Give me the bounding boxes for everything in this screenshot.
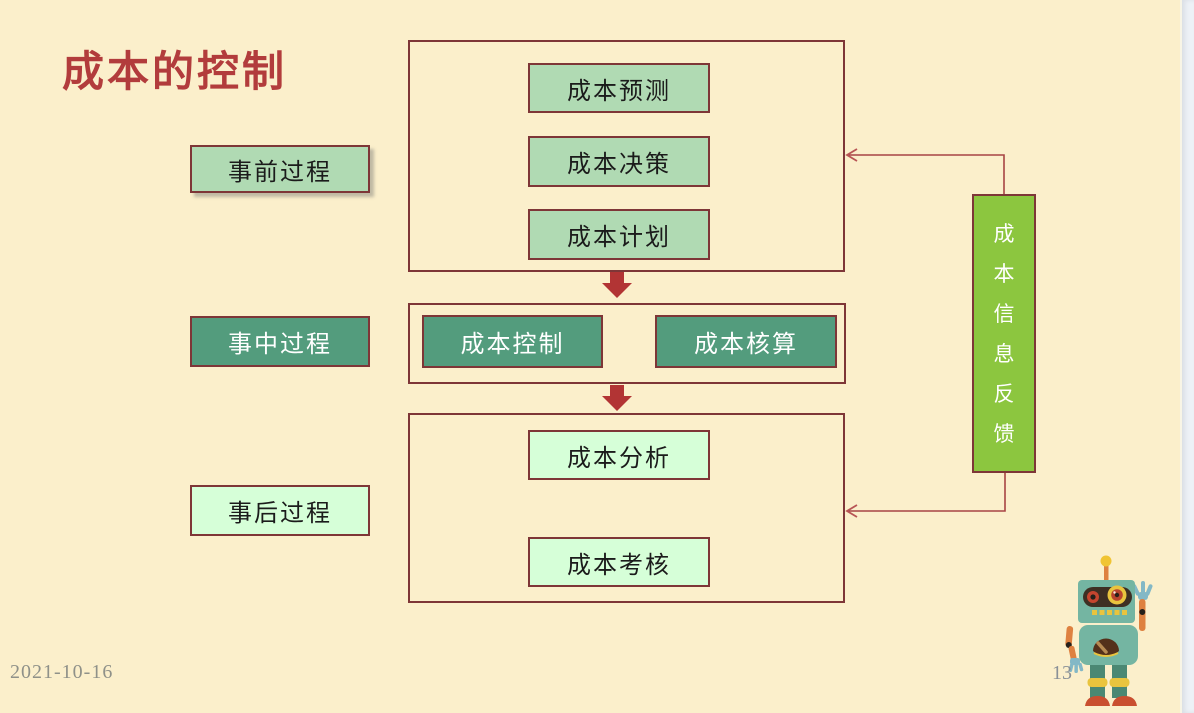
stage-box-post-process-label: 事后过程 xyxy=(228,501,332,527)
cost-plan-label: 成本计划 xyxy=(567,225,671,251)
feedback-connector-bottom xyxy=(848,473,1006,512)
robot-mascot-icon xyxy=(1065,555,1153,706)
cost-forecast-label: 成本预测 xyxy=(567,78,671,105)
pre-process-container xyxy=(408,40,845,272)
stage-box-during-process-label: 事中过程 xyxy=(228,332,332,358)
slide-page-number: 13 xyxy=(1052,662,1072,684)
cost-analysis-label: 成本分析 xyxy=(567,445,671,472)
process-box-cost-accounting: 成本核算 xyxy=(655,315,837,368)
left-open-arrow-icon xyxy=(845,504,858,518)
slide-title: 成本的控制 xyxy=(62,50,288,96)
process-box-cost-assessment: 成本考核 xyxy=(528,537,710,587)
feedback-box: 成本信息反馈 xyxy=(972,194,1036,473)
feedback-box-label: 成本信息反馈 xyxy=(993,221,1015,446)
process-box-cost-forecast: 成本预测 xyxy=(528,63,710,113)
post-process-container xyxy=(408,413,845,603)
down-block-arrow-icon xyxy=(602,385,632,411)
process-box-cost-control: 成本控制 xyxy=(422,315,603,368)
stage-box-during-process: 事中过程 xyxy=(190,316,370,367)
stage-box-pre-process-label: 事前过程 xyxy=(228,159,332,186)
down-block-arrow-icon xyxy=(602,272,632,298)
cost-control-label: 成本控制 xyxy=(460,332,565,358)
during-process-container xyxy=(408,303,846,384)
cost-accounting-label: 成本核算 xyxy=(694,332,798,358)
slide-date: 2021-10-16 xyxy=(10,661,114,683)
feedback-connector-top xyxy=(848,154,1005,194)
stage-box-pre-process: 事前过程 xyxy=(190,145,370,193)
slide-page-edge xyxy=(1180,0,1194,713)
cost-decision-label: 成本决策 xyxy=(567,152,671,178)
stage-box-post-process: 事后过程 xyxy=(190,485,370,536)
process-box-cost-plan: 成本计划 xyxy=(528,209,710,260)
process-box-cost-decision: 成本决策 xyxy=(528,136,710,187)
cost-assessment-label: 成本考核 xyxy=(567,552,671,579)
process-box-cost-analysis: 成本分析 xyxy=(528,430,710,480)
left-open-arrow-icon xyxy=(845,148,858,162)
